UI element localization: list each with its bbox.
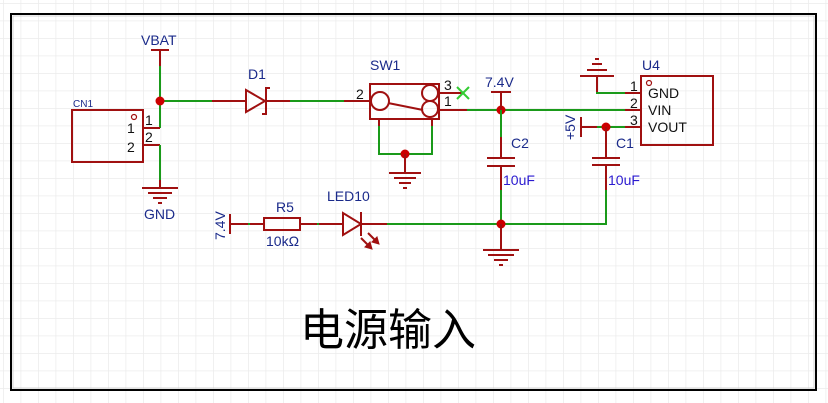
v5-label: +5V [562,114,578,140]
c1-value: 10uF [608,172,640,188]
pin1-marker-icon [645,79,653,87]
sheet-frame-inner [12,15,815,389]
r5-resistor[interactable]: R5 10kΩ [250,199,317,249]
light-emission-icon [360,232,380,250]
r5-value: 10kΩ [266,233,299,249]
cn1-inner-pin1: 1 [127,120,135,136]
v74-top-label: 7.4V [485,74,514,90]
gnd-symbol-sw1[interactable] [389,154,421,189]
sw1-switch[interactable]: SW1 2 3 1 [344,57,467,126]
v74-power-flag-top[interactable]: 7.4V [485,74,514,110]
gnd-label: GND [144,206,175,222]
u4-pin2-num: 2 [630,95,638,111]
u4-pin3-name: VOUT [648,119,687,135]
cn1-connector[interactable]: CN1 1 2 1 2 [71,99,160,163]
c2-capacitor[interactable]: C2 10uF [487,135,535,190]
schematic-title: 电源输入 [300,305,476,356]
v5-power-flag[interactable]: +5V [562,114,597,140]
sw1-pin3-num: 3 [444,77,452,93]
vbat-label: VBAT [141,32,177,48]
cn1-pin1-num: 1 [145,112,153,128]
cn1-designator: CN1 [73,99,93,110]
pin1-marker-icon [130,113,138,121]
junction-vbat [155,96,165,106]
led-triangle-icon [342,211,363,237]
r5-designator: R5 [276,199,294,215]
gnd-symbol-u4[interactable] [580,58,614,92]
gnd-symbol-main[interactable] [483,224,519,266]
u4-pin1-num: 1 [630,78,638,94]
sw1-pin2-num: 2 [356,86,364,102]
u4-pin2-name: VIN [648,102,671,118]
c2-value: 10uF [503,172,535,188]
d1-diode[interactable]: D1 [212,66,290,115]
led10-designator: LED10 [327,188,370,204]
u4-pin3-num: 3 [630,112,638,128]
c1-designator: C1 [616,135,634,151]
sw1-pin1-num: 1 [444,93,452,109]
v74-power-flag-left[interactable]: 7.4V [212,211,248,240]
d1-designator: D1 [248,66,266,82]
diode-triangle-icon [245,88,267,114]
sheet-frame [10,13,817,391]
wire-c1-bottom[interactable] [501,190,607,225]
c1-capacitor[interactable]: C1 10uF [592,127,640,190]
gnd-symbol-cn1[interactable]: GND [142,180,178,222]
v74-left-label: 7.4V [212,211,228,240]
led10[interactable]: LED10 [319,188,387,250]
u4-pin1-name: GND [648,85,679,101]
cn1-inner-pin2: 2 [127,139,135,155]
u4-designator: U4 [642,57,660,73]
no-connect-icon [456,86,470,100]
c2-designator: C2 [511,135,529,151]
sw1-designator: SW1 [370,57,401,73]
wire-u4-gnd[interactable] [596,92,625,94]
u4-regulator[interactable]: U4 1 2 3 GND VIN VOUT [625,57,714,146]
sw1-body [369,83,440,120]
vbat-power-flag[interactable]: VBAT [141,32,177,66]
cn1-body [71,109,144,163]
cn1-pin2-num: 2 [145,129,153,145]
